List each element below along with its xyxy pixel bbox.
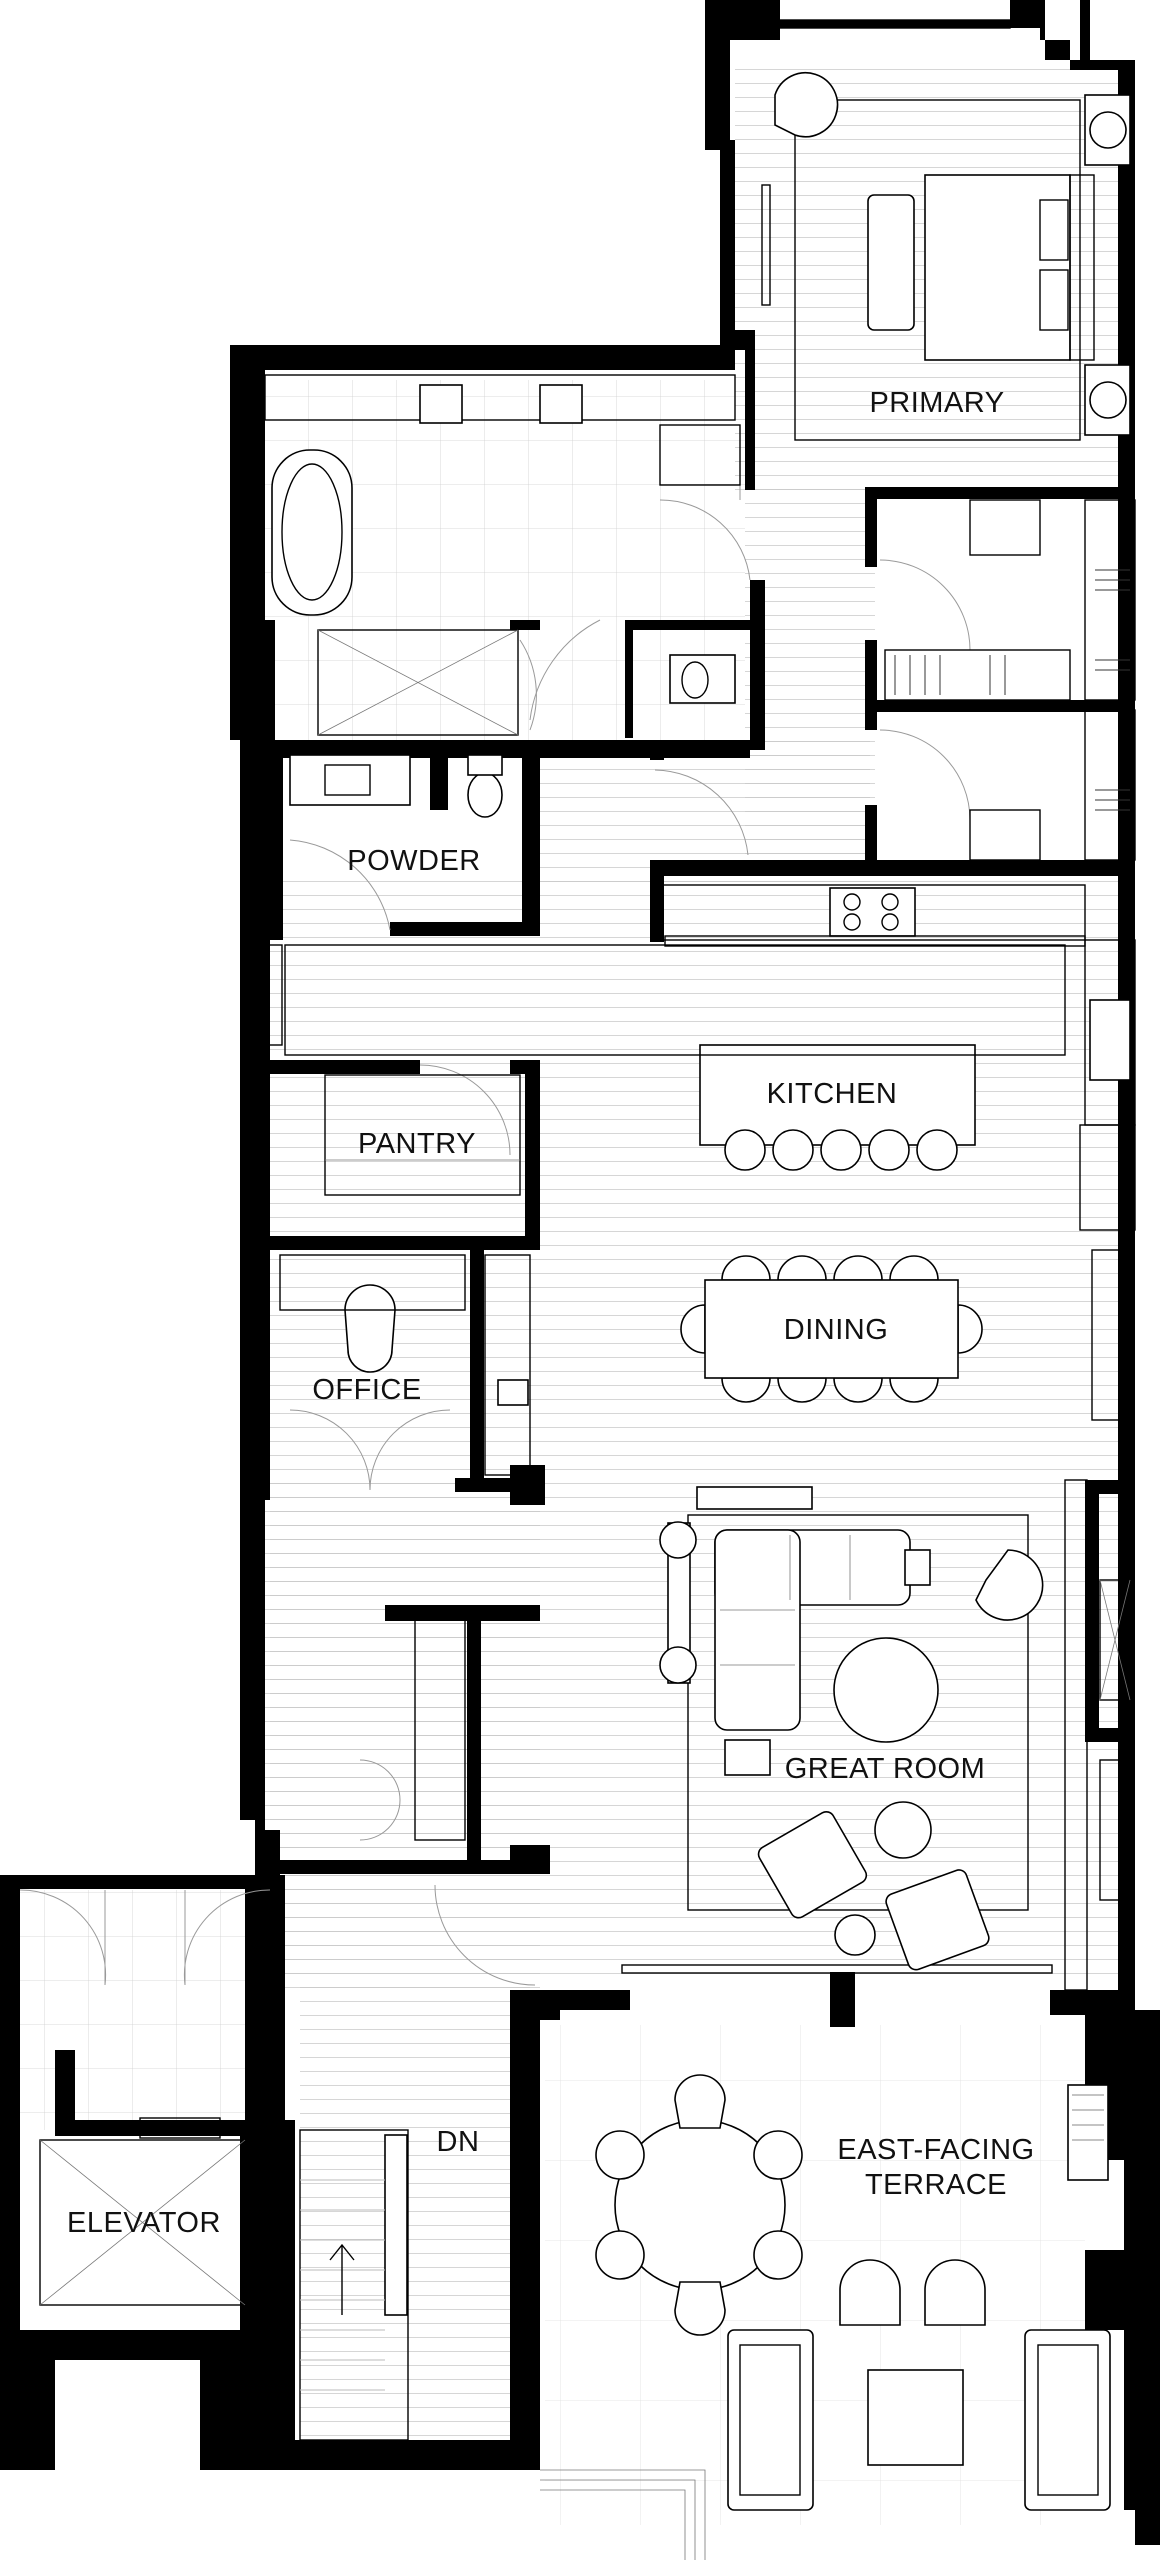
primary-bath	[264, 374, 741, 736]
primary-furniture	[761, 71, 1131, 441]
label-terrace-line1: EAST-FACING	[837, 2134, 1034, 2166]
door-swings	[19, 430, 971, 1986]
label-terrace-line2: TERRACE	[865, 2169, 1007, 2201]
elevator-cab	[39, 2117, 246, 2306]
label-powder: POWDER	[347, 845, 481, 877]
room-labels: PRIMARY POWDER KITCHEN PANTRY DINING OFF…	[67, 387, 1034, 2239]
office-furniture	[279, 1254, 531, 1476]
label-primary: PRIMARY	[869, 387, 1004, 419]
label-pantry: PANTRY	[358, 1128, 476, 1160]
terrace-furniture	[540, 2025, 1111, 2560]
label-elevator: ELEVATOR	[67, 2207, 221, 2239]
dining-furniture	[680, 1249, 1133, 1421]
windows	[0, 19, 1053, 2006]
stair	[299, 2129, 409, 2441]
powder-fixtures	[289, 754, 503, 818]
pantry-fixtures	[324, 1074, 521, 1196]
label-office: OFFICE	[312, 1374, 421, 1406]
kitchen-furniture	[284, 884, 1136, 1231]
label-dining: DINING	[784, 1314, 889, 1346]
great-room-furniture	[414, 1479, 1131, 1991]
label-kitchen: KITCHEN	[767, 1078, 898, 1110]
label-stair-dn: DN	[437, 2126, 480, 2158]
closets	[884, 499, 1136, 861]
label-great-room: GREAT ROOM	[785, 1753, 986, 1785]
